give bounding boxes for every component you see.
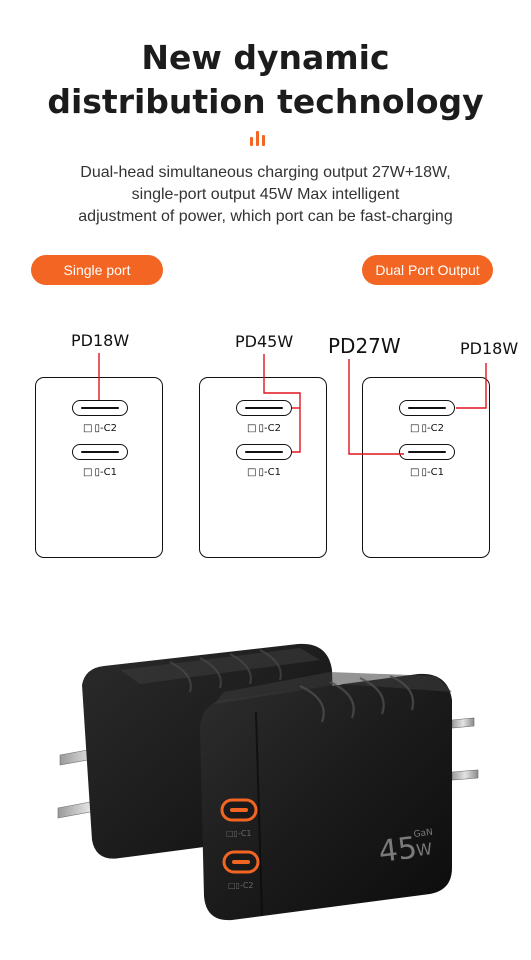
port-c2-label: □ ▯-C2 bbox=[410, 423, 444, 434]
usb-c-port-icon bbox=[399, 444, 455, 460]
dual-port-diagram-card: □ ▯-C2 □ ▯-C1 bbox=[362, 377, 490, 558]
card3-right-wattage-label: PD18W bbox=[460, 339, 519, 358]
gan-badge: GaN bbox=[413, 828, 433, 840]
front-port-c1-text: □▯-C1 bbox=[226, 829, 252, 838]
accent-bars-icon bbox=[248, 130, 270, 146]
port-c1-label: □ ▯-C1 bbox=[410, 467, 444, 478]
card3-left-wattage-label: PD27W bbox=[328, 334, 401, 358]
card2-wattage-label: PD45W bbox=[235, 332, 294, 351]
usb-c-port-icon bbox=[72, 400, 128, 416]
front-charger-prongs bbox=[451, 717, 479, 781]
single-port-diagram-card: □ ▯-C2 □ ▯-C1 bbox=[35, 377, 163, 558]
usb-c-port-icon bbox=[72, 444, 128, 460]
usb-c-port-icon bbox=[236, 444, 292, 460]
usb-c-port-icon bbox=[236, 400, 292, 416]
card1-wattage-label: PD18W bbox=[71, 331, 130, 350]
port-c1-label: □ ▯-C1 bbox=[83, 467, 117, 478]
front-port-c2-text: □▯-C2 bbox=[228, 881, 254, 890]
single-port-output-badge: Single port output bbox=[31, 255, 163, 308]
wattage-badge-unit: W bbox=[415, 839, 433, 860]
port-c2-label: □ ▯-C2 bbox=[247, 423, 281, 434]
wattage-badge-number: 45 bbox=[377, 831, 419, 870]
single-port-45w-diagram-card: □ ▯-C2 □ ▯-C1 bbox=[199, 377, 327, 558]
charger-product-image: □▯-C1 □▯-C2 45 W GaN bbox=[57, 643, 479, 921]
dual-port-output-badge: Dual Port Output bbox=[362, 255, 493, 285]
usb-c-port-icon bbox=[399, 400, 455, 416]
description-line-1: Dual-head simultaneous charging output 2… bbox=[80, 164, 451, 181]
port-c2-label: □ ▯-C2 bbox=[83, 423, 117, 434]
front-charger: □▯-C1 □▯-C2 45 W GaN bbox=[200, 672, 452, 921]
page-title-line-2: distribution technology bbox=[47, 82, 484, 121]
description-line-2: single-port output 45W Max intelligent bbox=[131, 186, 400, 203]
port-c1-label: □ ▯-C1 bbox=[247, 467, 281, 478]
page-title-line-1: New dynamic bbox=[141, 38, 390, 77]
description-line-3: adjustment of power, which port can be f… bbox=[78, 208, 453, 225]
